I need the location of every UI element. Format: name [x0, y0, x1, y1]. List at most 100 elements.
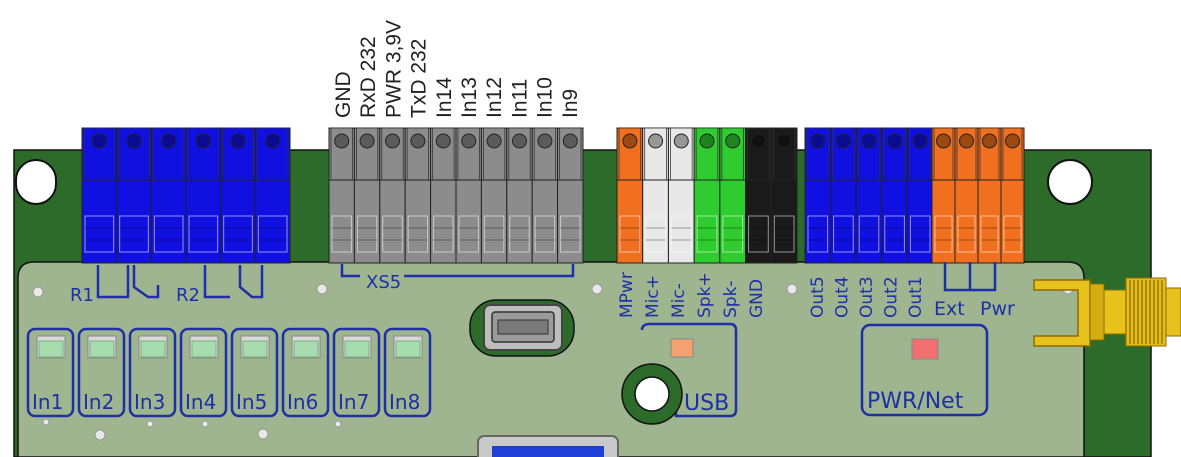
header-label: PWR 3,9V	[382, 20, 405, 118]
pcb-pad	[146, 420, 154, 428]
audio-label: GND	[747, 279, 767, 318]
sma-antenna-connector	[1033, 277, 1181, 347]
pwr-net-box	[860, 323, 989, 417]
input-led-3: In3	[128, 327, 177, 418]
terminal-outputs-screw	[810, 133, 826, 149]
relay-r2-label: R2	[176, 285, 200, 306]
pwr-net-label: PWR/Net	[867, 389, 964, 414]
header-label: In10	[534, 77, 557, 118]
terminal-relay-screw	[91, 133, 107, 149]
pcb-pad	[32, 286, 44, 298]
terminal-xs5-screw	[486, 133, 502, 149]
led-indicator	[293, 340, 319, 358]
header-label: In11	[508, 79, 531, 118]
xs5-bracket	[340, 264, 575, 278]
input-label: In3	[134, 390, 165, 414]
xs5-label: XS5	[366, 272, 401, 293]
terminal-xs5-screw	[359, 133, 375, 149]
pwr-label: Pwr	[980, 298, 1015, 320]
pcb-pad	[786, 283, 798, 295]
led-indicator	[344, 340, 370, 358]
terminal-xs5-screw	[435, 133, 451, 149]
mount-slot-left	[15, 159, 57, 205]
terminal-relay-screw	[126, 133, 142, 149]
terminal-xs5-screw	[334, 133, 350, 149]
terminal-xs5-screw	[537, 133, 553, 149]
input-led-4: In4	[179, 327, 228, 418]
input-label: In6	[287, 390, 318, 414]
terminal-outputs-screw	[887, 133, 903, 149]
header-label: TxD 232	[408, 39, 431, 118]
header-label: In9	[559, 89, 582, 118]
terminal-outputs	[804, 127, 934, 264]
terminal-blocks	[81, 127, 1025, 264]
mini-usb-port	[469, 299, 575, 357]
mount-slot-right	[1047, 159, 1093, 205]
relay-symbols	[96, 265, 264, 299]
input-label: In5	[236, 390, 267, 414]
terminal-audio	[616, 127, 798, 264]
output-label: Out4	[833, 276, 853, 318]
led-indicator	[191, 340, 217, 358]
terminal-xs5-screw	[512, 133, 527, 149]
pcb-pad	[257, 428, 269, 440]
bottom-connector-inner	[492, 446, 604, 457]
terminal-xs5	[328, 127, 584, 264]
led-indicator	[89, 340, 115, 358]
relay-r1-label: R1	[70, 285, 94, 306]
pcb-pad	[316, 283, 328, 295]
pcb-pad	[201, 420, 209, 428]
terminal-outputs-screw	[912, 133, 928, 149]
terminal-relay-screw	[265, 133, 281, 149]
terminal-audio-screw	[648, 133, 664, 149]
audio-label: Spk+	[695, 272, 715, 318]
terminal-ext-pwr-screw	[982, 133, 997, 149]
terminal-ext-pwr-screw	[959, 133, 974, 149]
terminal-relay-screw	[161, 133, 177, 149]
pcb-pad	[94, 429, 106, 441]
usb-label: USB	[684, 391, 729, 416]
audio-label: Mic+	[643, 275, 663, 318]
input-led-6: In6	[281, 327, 330, 418]
input-label: In7	[338, 390, 369, 414]
ext-label: Ext	[934, 298, 965, 320]
pcb-pad	[42, 418, 50, 426]
terminal-relay	[81, 127, 291, 264]
led-indicator	[140, 340, 166, 358]
pcb	[17, 261, 1085, 457]
input-led-2: In2	[77, 327, 126, 418]
output-label: Out1	[906, 276, 926, 318]
pwr-net-led	[911, 338, 939, 360]
header-label: In12	[483, 77, 506, 118]
input-led-5: In5	[230, 327, 279, 418]
led-indicator	[395, 340, 421, 358]
input-label: In2	[83, 390, 114, 414]
output-label: Out5	[808, 276, 828, 318]
input-led-8: In8	[383, 327, 432, 418]
terminal-outputs-screw	[835, 133, 851, 149]
terminal-audio-screw	[622, 133, 638, 149]
audio-label: Mic-	[669, 283, 689, 318]
header-label: RxD 232	[357, 36, 380, 118]
input-label: In8	[389, 390, 420, 414]
terminal-audio-screw	[673, 133, 689, 149]
usb-box	[621, 322, 738, 425]
terminal-outputs-screw	[861, 133, 877, 149]
terminal-ext-pwr	[931, 127, 1025, 264]
terminal-audio-screw	[725, 133, 741, 149]
terminal-xs5-screw	[562, 133, 578, 149]
terminal-xs5-screw	[410, 133, 426, 149]
terminal-audio-screw	[750, 133, 766, 149]
terminal-relay-screw	[230, 133, 246, 149]
input-led-7: In7	[332, 327, 381, 418]
terminal-audio-screw	[699, 133, 715, 149]
ext-pwr-bracket	[943, 262, 997, 292]
terminal-ext-pwr-screw	[936, 133, 951, 149]
output-label: Out3	[857, 276, 877, 318]
header-label: In14	[433, 77, 456, 118]
led-indicator	[38, 340, 64, 358]
